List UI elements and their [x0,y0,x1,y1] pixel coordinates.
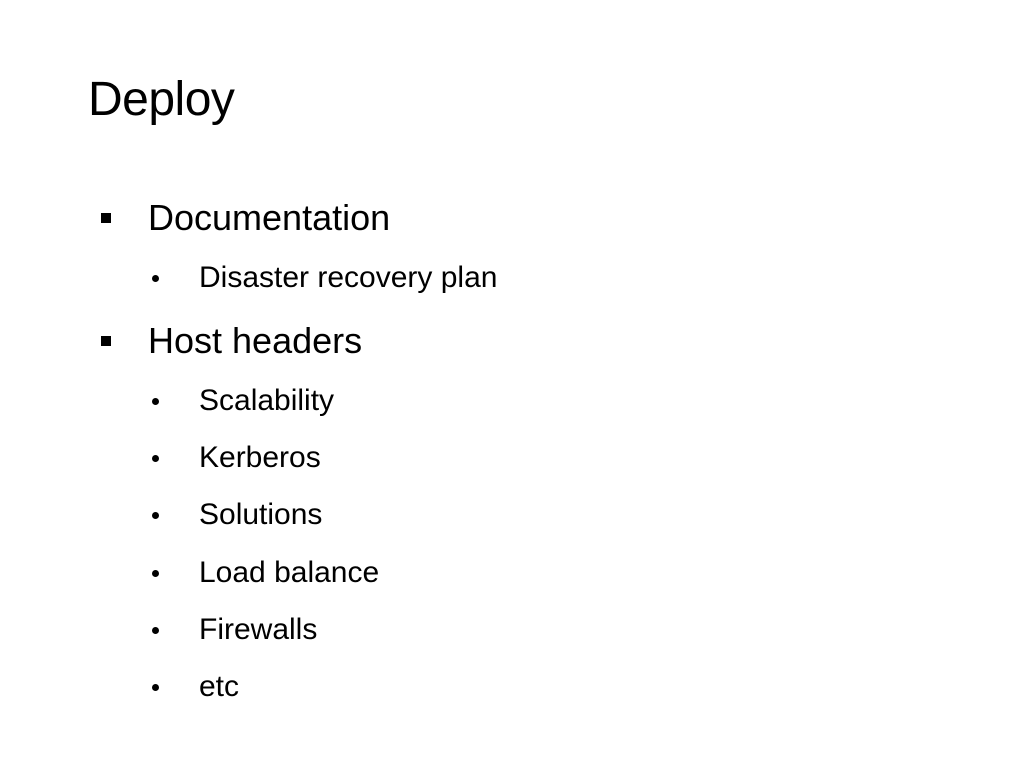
sub-bullet-item-firewalls: Firewalls [152,611,912,649]
sub-bullet-label: Disaster recovery plan [199,261,498,294]
round-bullet-icon [152,397,159,405]
round-bullet-icon [152,274,159,282]
round-bullet-icon [152,511,159,519]
sub-bullet-item-disaster-recovery-plan: Disaster recovery plan [152,259,912,297]
sub-bullet-item-load-balance: Load balance [152,554,912,592]
bullet-label: Host headers [148,320,363,361]
slide-title: Deploy [88,73,235,126]
round-bullet-icon [152,454,159,462]
round-bullet-icon [152,626,159,634]
sub-bullet-label: Solutions [199,498,323,531]
sub-bullet-label: etc [199,670,240,703]
square-bullet-icon [101,336,111,346]
sub-bullet-label: Load balance [199,556,380,589]
sub-bullet-item-scalability: Scalability [152,382,912,420]
round-bullet-icon [152,569,159,577]
sub-bullet-label: Scalability [199,384,335,417]
bullet-item-documentation: Documentation [100,196,920,240]
sub-bullet-label: Firewalls [199,613,318,646]
bullet-label: Documentation [148,197,391,238]
sub-bullet-item-kerberos: Kerberos [152,439,912,477]
round-bullet-icon [152,683,159,691]
bullet-item-host-headers: Host headers [100,319,920,363]
sub-bullet-item-solutions: Solutions [152,496,912,534]
sub-bullet-item-etc: etc [152,668,912,706]
sub-bullet-label: Kerberos [199,441,321,474]
square-bullet-icon [101,213,111,223]
